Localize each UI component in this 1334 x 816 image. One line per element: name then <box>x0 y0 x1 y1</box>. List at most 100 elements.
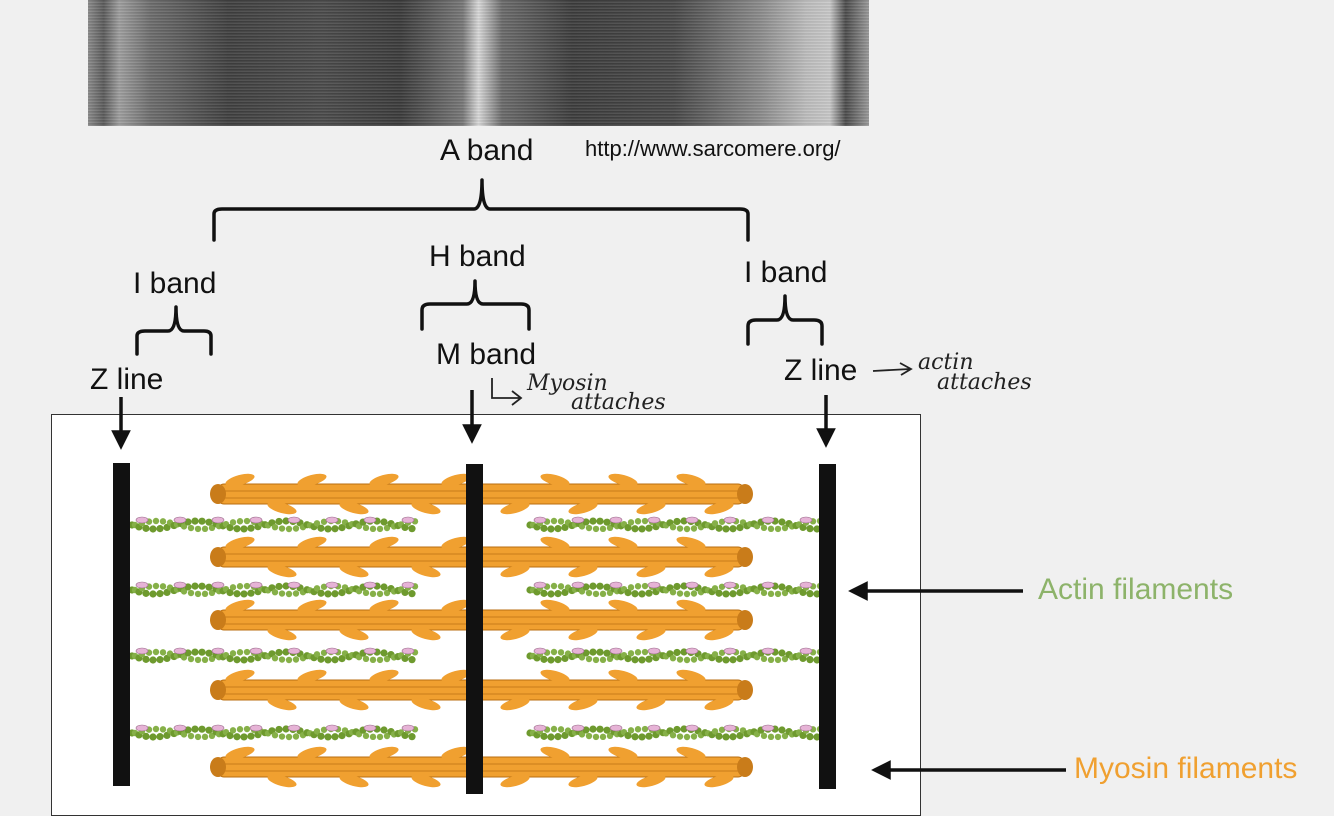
actin-bead <box>775 526 781 532</box>
actin-bead <box>806 525 813 532</box>
actin-bead <box>272 524 278 530</box>
z-line-right-bar <box>819 464 836 789</box>
myosin-end <box>210 610 226 630</box>
actin-bead <box>324 590 331 597</box>
actin-bead <box>275 649 282 656</box>
actin-bead <box>198 583 205 590</box>
troponin <box>800 582 812 588</box>
myosin-end <box>737 610 753 630</box>
actin-bead <box>191 648 198 655</box>
actin-bead <box>586 656 592 662</box>
actin-bead <box>317 590 324 597</box>
actin-bead <box>645 590 652 597</box>
actin-bead <box>272 589 278 595</box>
actin-bead <box>142 590 149 597</box>
actin-bead <box>645 525 652 532</box>
actin-bead <box>195 526 201 532</box>
actin-bead <box>670 655 676 661</box>
actin-bead <box>272 655 278 661</box>
actin-bead <box>715 733 722 740</box>
troponin <box>326 725 338 731</box>
myosin-end <box>737 680 753 700</box>
actin-bead <box>240 656 247 663</box>
actin-bead <box>589 582 596 589</box>
actin-bead <box>635 518 641 524</box>
actin-bead <box>596 726 603 733</box>
troponin <box>610 582 622 588</box>
actin-bead <box>247 590 254 597</box>
troponin <box>212 725 224 731</box>
actin-bead <box>722 590 729 597</box>
actin-bead <box>142 733 149 740</box>
myosin-end <box>210 547 226 567</box>
troponin <box>364 648 376 654</box>
actin-bead <box>331 590 338 597</box>
actin-bead <box>247 733 254 740</box>
actin-bead <box>691 733 697 739</box>
actin-bead <box>684 591 690 597</box>
z-line-note-arrow <box>873 363 911 375</box>
troponin <box>136 725 148 731</box>
actin-bead <box>153 583 159 589</box>
troponin <box>686 582 698 588</box>
actin-bead <box>198 726 205 733</box>
actin-bead <box>275 583 282 590</box>
actin-bead <box>775 591 781 597</box>
i-band-right-bracket <box>748 296 822 344</box>
troponin <box>288 517 300 523</box>
actin-bead <box>244 726 250 732</box>
actin-bead <box>230 519 236 525</box>
actin-bead <box>722 656 729 663</box>
actin-bead <box>317 525 324 532</box>
actin-bead <box>540 590 547 597</box>
actin-bead <box>188 525 194 531</box>
actin-bead <box>149 525 156 532</box>
actin-bead <box>324 525 331 532</box>
actin-bead <box>729 656 736 663</box>
actin-bead <box>642 518 648 524</box>
actin-bead <box>593 657 599 663</box>
actin-bead <box>670 732 676 738</box>
actin-bead <box>642 649 648 655</box>
actin-bead <box>202 734 208 740</box>
actin-bead <box>244 518 250 524</box>
actin-bead <box>600 591 606 597</box>
actin-bead <box>202 657 208 663</box>
actin-bead <box>286 591 292 597</box>
actin-bead <box>247 525 254 532</box>
troponin <box>534 582 546 588</box>
actin-bead <box>715 525 722 532</box>
actin-bead <box>673 649 680 656</box>
actin-bead <box>149 656 156 663</box>
troponin <box>250 725 262 731</box>
actin-bead <box>768 734 774 740</box>
actin-bead <box>195 657 201 663</box>
z-line-left-bar <box>113 463 130 786</box>
actin-bead <box>230 584 236 590</box>
actin-bead <box>363 525 369 531</box>
actin-bead <box>275 726 282 733</box>
actin-bead <box>600 657 606 663</box>
troponin <box>648 648 660 654</box>
actin-bead <box>596 518 603 525</box>
troponin <box>610 648 622 654</box>
troponin <box>648 517 660 523</box>
actin-bead <box>188 590 194 596</box>
arrowhead <box>465 426 479 440</box>
troponin <box>288 725 300 731</box>
troponin <box>288 648 300 654</box>
troponin <box>534 648 546 654</box>
troponin <box>724 582 736 588</box>
actin-bead <box>160 726 166 732</box>
actin-bead <box>408 525 415 532</box>
myosin-end <box>737 484 753 504</box>
actin-bead <box>677 656 683 662</box>
actin-bead <box>778 518 785 525</box>
troponin <box>800 725 812 731</box>
arrowhead <box>852 584 866 598</box>
actin-bead <box>188 733 194 739</box>
actin-bead <box>237 583 243 589</box>
actin-bead <box>768 591 774 597</box>
actin-bead <box>642 583 648 589</box>
actin-bead <box>233 525 240 532</box>
